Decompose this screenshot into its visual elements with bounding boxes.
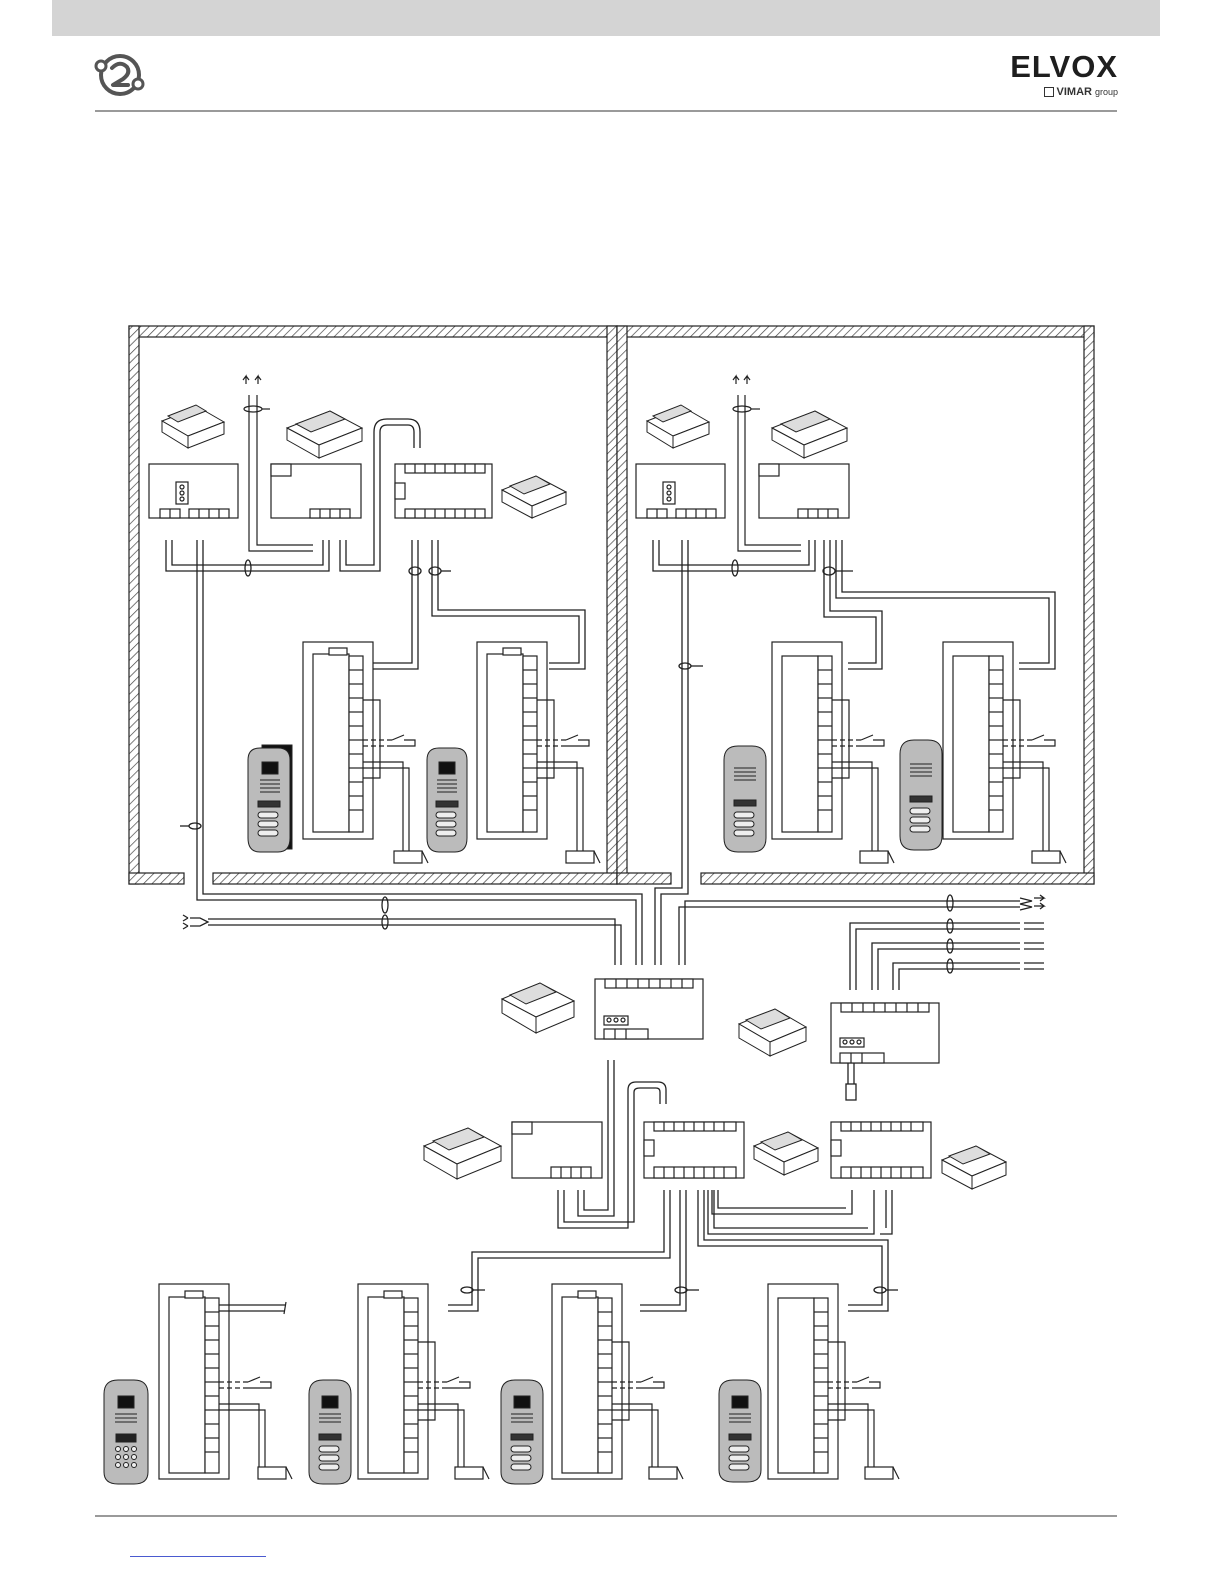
b2-power-supply [636, 464, 725, 518]
b1-power-supply [149, 464, 238, 518]
b1-panel-frame-1 [303, 642, 373, 839]
b2-power-supply-3d [647, 405, 709, 448]
entrance-panel-wiring-1 [219, 1302, 292, 1479]
b2-panel-frame-1 [772, 642, 842, 839]
b1-distributor-3d [502, 476, 566, 518]
b2-panel-frame-2 [943, 642, 1013, 839]
entrance-panel-face-3 [501, 1380, 543, 1484]
b2-video-selector [759, 464, 849, 518]
entrance-panel-face-4 [719, 1380, 761, 1482]
b2-video-selector-3d [772, 411, 847, 458]
entrance-panel-wiring-2 [418, 1342, 489, 1479]
b1-video-selector [271, 464, 361, 518]
b1-panel-frame-2 [477, 642, 547, 839]
entrance-panel-face-keypad [104, 1380, 148, 1484]
common-distributor-1-3d [754, 1132, 818, 1175]
second-distributor-3d [739, 1009, 806, 1056]
entrance-panel-frame-4 [768, 1284, 838, 1479]
common-distributor-1 [644, 1122, 744, 1178]
b1-video-selector-3d [287, 411, 362, 458]
footer-link-underline[interactable] [130, 1556, 266, 1557]
entrance-panel-frame-3 [552, 1284, 622, 1479]
b1-outdoor-panel-face-1 [248, 745, 292, 852]
common-distributor-2-3d [942, 1146, 1006, 1189]
entrance-panel-wiring-4 [828, 1342, 899, 1479]
footer-rule [95, 1515, 1117, 1517]
b2-outdoor-panel-face-1 [724, 746, 766, 852]
trunk-lines [183, 895, 1044, 990]
common-cables [448, 1060, 898, 1311]
common-video-selector-3d [424, 1128, 501, 1179]
common-video-selector [512, 1122, 602, 1178]
entrance-panel-frame-2 [358, 1284, 428, 1479]
entrance-panel-frame-1 [159, 1284, 229, 1479]
main-distributor-3d [502, 983, 574, 1033]
common-distributor-2 [831, 1122, 931, 1178]
b1-power-supply-3d [162, 405, 224, 448]
main-distributor [595, 979, 703, 1039]
b2-outdoor-panel-face-2 [900, 740, 942, 850]
entrance-panel-wiring-3 [612, 1342, 683, 1479]
b1-outdoor-panel-face-2 [427, 748, 467, 852]
second-distributor [831, 1003, 939, 1063]
entrance-panel-face-2 [309, 1380, 351, 1484]
b1-distributor [395, 464, 492, 518]
